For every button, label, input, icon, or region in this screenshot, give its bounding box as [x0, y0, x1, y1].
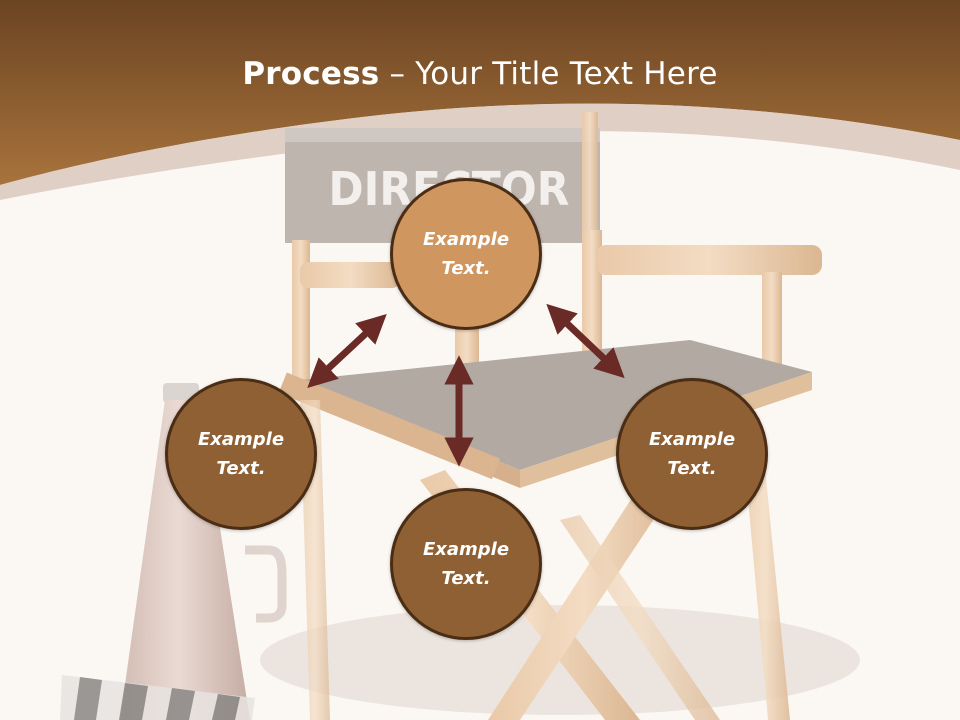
process-node-top[interactable]: Example Text. — [390, 178, 542, 330]
clapperboard — [60, 675, 255, 720]
title-bold: Process — [242, 56, 380, 92]
node-top-line1: Example — [422, 229, 510, 250]
process-node-left[interactable]: Example Text. — [165, 378, 317, 530]
node-left-line2: Text. — [216, 458, 266, 479]
chair-seat — [300, 340, 812, 470]
node-right-line1: Example — [648, 429, 736, 450]
node-right-line2: Text. — [667, 458, 717, 479]
node-bottom-line2: Text. — [441, 568, 491, 589]
armrest-right — [596, 245, 822, 275]
node-left-line1: Example — [197, 429, 285, 450]
armrest-left — [300, 262, 400, 288]
header-band-edge — [0, 103, 960, 200]
process-node-right[interactable]: Example Text. — [616, 378, 768, 530]
node-top-line2: Text. — [441, 258, 491, 279]
process-node-bottom[interactable]: Example Text. — [390, 488, 542, 640]
node-bottom-line1: Example — [422, 539, 510, 560]
header-band — [0, 0, 960, 185]
slide-title: Process – Your Title Text Here — [0, 48, 960, 100]
title-rest: – Your Title Text Here — [379, 56, 718, 92]
